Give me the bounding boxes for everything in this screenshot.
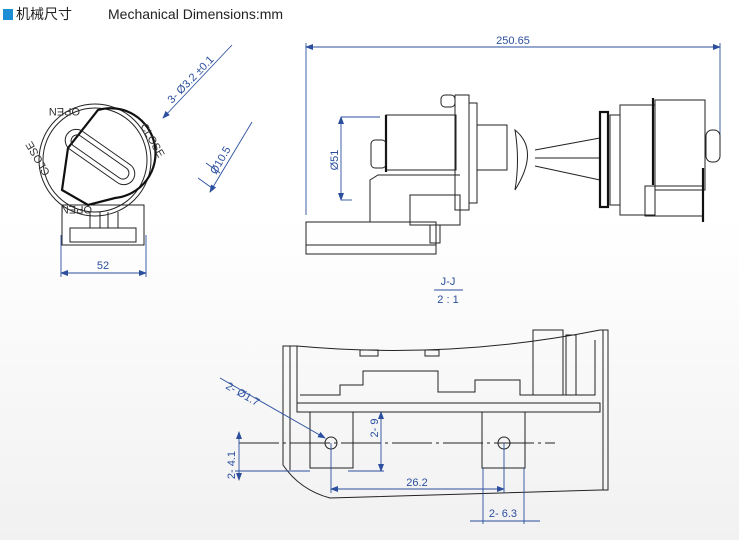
- seal-ring: [598, 110, 610, 209]
- dim-hole-offset: 2- 4.1: [226, 451, 238, 479]
- section-header: 机械尺寸 Mechanical Dimensions:mm: [3, 5, 283, 23]
- section-name: J-J: [441, 276, 456, 288]
- pin-left: [309, 411, 354, 469]
- title-english: Mechanical Dimensions:mm: [108, 6, 284, 22]
- mounting-plate: [454, 94, 470, 211]
- bullet-square-icon: [3, 8, 13, 20]
- dim-pin-height: 2- 9: [369, 419, 381, 438]
- dim-pin-spacing: 26.2: [406, 477, 427, 489]
- label-close-left: CLOSE: [24, 139, 53, 177]
- knob-face: [60, 107, 157, 207]
- dim-diameter: Ø10.5: [208, 145, 233, 177]
- diameter-leader: [209, 121, 253, 193]
- dim-width: 52: [97, 260, 109, 272]
- side-view: 250.65 Ø51: [305, 35, 721, 255]
- label-close-right: CLOSE: [137, 122, 166, 160]
- motor-body: [385, 114, 457, 171]
- dim-length: 250.65: [496, 35, 530, 47]
- dim-pin-holes: 2- Ø1.7: [224, 380, 262, 409]
- label-open-top: OPEN: [49, 105, 80, 117]
- knob-handle: [64, 128, 136, 186]
- holes-leader: [162, 44, 233, 119]
- pin-right: [481, 411, 526, 469]
- cone: [514, 128, 528, 191]
- title-chinese: 机械尺寸: [16, 6, 72, 22]
- dim-holes: 3- Ø3.2 ±0.1: [166, 54, 217, 106]
- valve-cylinder: [619, 104, 656, 216]
- section-scale: 2 : 1: [437, 294, 458, 306]
- connector-block: [61, 204, 145, 246]
- housing-outline: [282, 329, 609, 499]
- dim-side-diameter: Ø51: [329, 150, 341, 171]
- floor-band: [296, 402, 601, 413]
- dim-pin-width: 2- 6.3: [489, 508, 517, 520]
- section-view: J-J 2 : 1 2- Ø1.7 2- 9 2- 4.1 26.2 2- 6.…: [219, 276, 609, 524]
- mounting-bracket: [305, 221, 437, 255]
- label-open-bottom: OPEN: [61, 203, 92, 215]
- front-view: OPEN CLOSE CLOSE OPEN 3- Ø3.2 ±0.1 Ø10.5…: [24, 44, 253, 277]
- knob-outer-ring: [38, 103, 152, 217]
